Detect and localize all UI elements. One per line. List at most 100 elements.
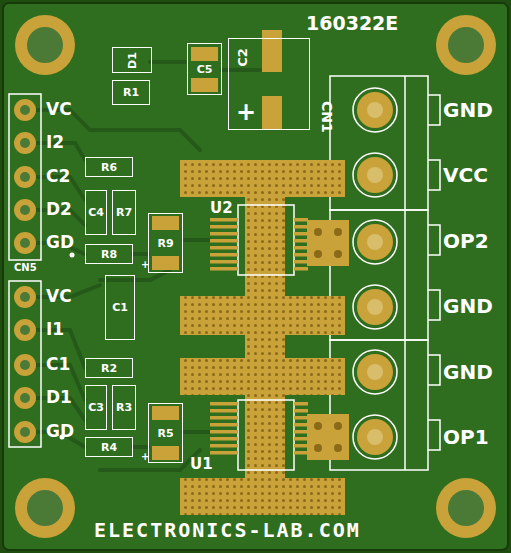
terminal-hole bbox=[367, 299, 383, 315]
part-name: R9 bbox=[157, 238, 173, 249]
header-pin bbox=[14, 354, 36, 376]
ic-pin bbox=[210, 430, 238, 434]
pin-name: C1 bbox=[46, 356, 70, 373]
pin-hole bbox=[20, 172, 30, 182]
terminal-hole bbox=[367, 429, 383, 445]
part-name: C3 bbox=[88, 402, 104, 413]
terminal-ring bbox=[353, 153, 397, 197]
terminal-pad bbox=[357, 289, 393, 325]
board-id: 160322E bbox=[306, 14, 398, 33]
ic-pin bbox=[210, 225, 238, 229]
terminal-hole bbox=[367, 167, 383, 183]
polarity-mark: + bbox=[236, 100, 256, 124]
ic-pin bbox=[210, 451, 238, 455]
ic-pin bbox=[210, 218, 238, 222]
signal-name: GND bbox=[443, 100, 493, 120]
ic-pin bbox=[210, 253, 238, 257]
pin-name: VC bbox=[46, 288, 72, 305]
ic-name: U2 bbox=[210, 201, 233, 216]
pin-hole bbox=[20, 360, 30, 370]
polarity-mark: + bbox=[141, 452, 149, 462]
ic-pin bbox=[294, 239, 308, 243]
signal-name: VCC bbox=[443, 165, 488, 185]
header-pin bbox=[14, 319, 36, 341]
terminal-ring bbox=[353, 220, 397, 264]
ic-pin bbox=[294, 402, 308, 406]
part-name: R5 bbox=[157, 428, 173, 439]
component-outline: C3 bbox=[85, 385, 107, 430]
pin-hole bbox=[20, 427, 30, 437]
ic-pin bbox=[294, 423, 308, 427]
component-outline: R2 bbox=[85, 358, 133, 378]
part-name: R8 bbox=[101, 249, 117, 260]
header-pin bbox=[14, 199, 36, 221]
part-name: R2 bbox=[101, 363, 117, 374]
ic-pin bbox=[210, 409, 238, 413]
ic-pin bbox=[294, 437, 308, 441]
header-pin bbox=[14, 232, 36, 254]
part-name: D1 bbox=[126, 52, 137, 69]
pin-hole bbox=[20, 325, 30, 335]
terminal-pad bbox=[357, 224, 393, 260]
header-pin bbox=[14, 421, 36, 443]
pin-name: D1 bbox=[46, 389, 72, 406]
ic-pin bbox=[294, 260, 308, 264]
ic-pin bbox=[294, 232, 308, 236]
part-name: C5 bbox=[197, 64, 213, 75]
part-name: R6 bbox=[101, 162, 117, 173]
header-pin bbox=[14, 387, 36, 409]
header-pin bbox=[14, 286, 36, 308]
pin-name: GD bbox=[46, 234, 74, 251]
header-pin bbox=[14, 132, 36, 154]
connector-name: CN5 bbox=[14, 263, 37, 273]
ic-pin bbox=[294, 218, 308, 222]
ic-pin bbox=[294, 267, 308, 271]
pin-hole bbox=[20, 138, 30, 148]
ic-pin bbox=[210, 260, 238, 264]
terminal-pad bbox=[357, 419, 393, 455]
pin-name: VC bbox=[46, 101, 72, 118]
ic-pin bbox=[210, 267, 238, 271]
component-outline: R3 bbox=[112, 385, 136, 430]
signal-name: GND bbox=[443, 296, 493, 316]
terminal-ring bbox=[353, 88, 397, 132]
terminal-hole bbox=[367, 102, 383, 118]
part-name: C1 bbox=[112, 302, 128, 313]
part-name: R4 bbox=[101, 442, 117, 453]
terminal-ring bbox=[353, 285, 397, 329]
pin-hole bbox=[20, 205, 30, 215]
pin-name: GD bbox=[46, 423, 74, 440]
connector-name: CN1 bbox=[320, 101, 334, 133]
component-outline: R8 bbox=[85, 244, 133, 264]
part-name: R1 bbox=[123, 87, 139, 98]
header-pin bbox=[14, 99, 36, 121]
pin-name: I1 bbox=[46, 321, 64, 338]
component-outline: R1 bbox=[112, 80, 150, 105]
ic-pin bbox=[210, 402, 238, 406]
ic-pin bbox=[210, 423, 238, 427]
component-outline: C4 bbox=[85, 190, 107, 235]
ic-pin bbox=[294, 451, 308, 455]
pin-name: I2 bbox=[46, 134, 64, 151]
terminal-pad bbox=[357, 157, 393, 193]
ic-pin bbox=[210, 416, 238, 420]
component-outline: C1 bbox=[105, 275, 135, 340]
ic-pin bbox=[210, 444, 238, 448]
ic-pin bbox=[294, 246, 308, 250]
component-outline: D1 bbox=[112, 47, 152, 73]
polarity-mark: + bbox=[141, 260, 149, 270]
component-outline: C5 bbox=[187, 43, 222, 95]
signal-name: OP2 bbox=[443, 231, 489, 251]
ic-pin bbox=[294, 409, 308, 413]
terminal-hole bbox=[367, 364, 383, 380]
ic-pin bbox=[210, 232, 238, 236]
ic-pin bbox=[210, 437, 238, 441]
terminal-pad bbox=[357, 92, 393, 128]
part-name: R7 bbox=[116, 207, 132, 218]
part-name: R3 bbox=[116, 402, 132, 413]
pin-hole bbox=[20, 393, 30, 403]
ic-pin bbox=[294, 225, 308, 229]
pin-name: C2 bbox=[46, 168, 70, 185]
